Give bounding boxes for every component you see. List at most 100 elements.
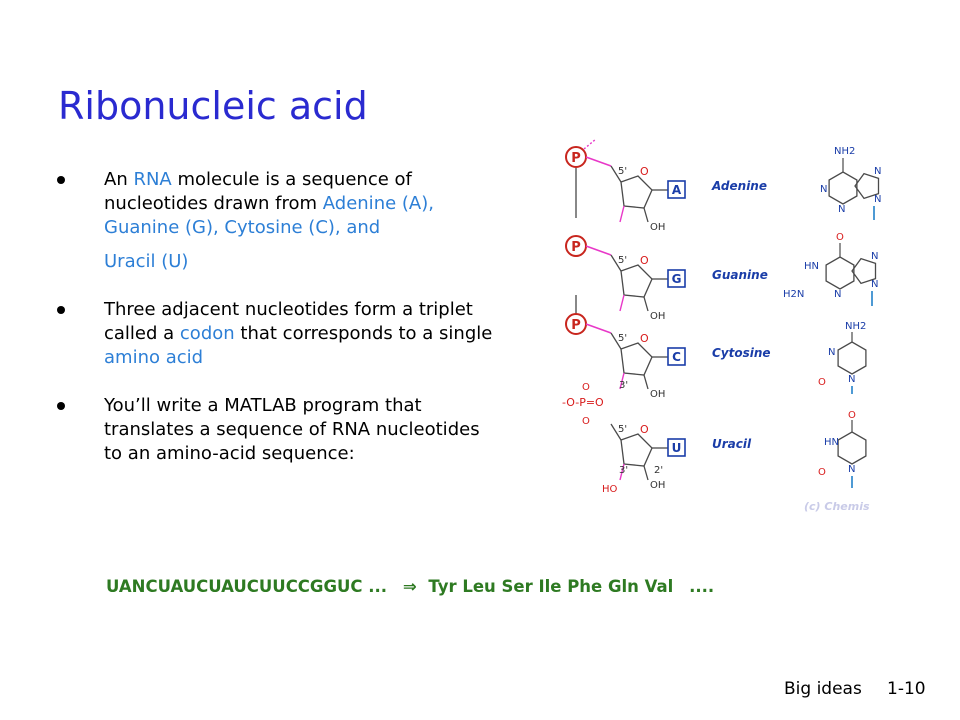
ring-n: N	[871, 251, 878, 262]
slide-title: Ribonucleic acid	[58, 84, 368, 128]
arrow-icon: ⇒	[402, 577, 417, 596]
phosphodiester-linker: -O-P=O	[562, 396, 604, 409]
ring-oxygen: O	[640, 423, 649, 436]
bullet-dot	[57, 402, 65, 410]
ring-n: N	[871, 279, 878, 290]
highlight-bases: Adenine (A), Guanine (G), Cytosine (C), …	[104, 193, 434, 238]
translation-sequence: UANCUAUCUAUCUUCCGGUC ... ⇒ Tyr Leu Ser I…	[106, 577, 714, 596]
sugar-bond	[610, 332, 622, 350]
phosphate-label: P	[571, 240, 581, 255]
footer-section-name: Big ideas	[784, 679, 862, 699]
five-prime-label: 5'	[618, 424, 627, 435]
bullet-item-matlab: You’ll write a MATLAB program that trans…	[54, 394, 494, 466]
hydroxyl-bond	[643, 207, 649, 223]
carbonyl-o: O	[848, 410, 856, 421]
ring-n: N	[838, 204, 845, 215]
ring-n: N	[834, 289, 841, 300]
phosphate-bond	[585, 156, 612, 167]
ribose-ring	[620, 175, 653, 209]
amine-label: H2N	[783, 289, 804, 300]
ring-hn: HN	[804, 261, 819, 272]
base-name: Adenine	[711, 179, 767, 193]
phosphate-label: P	[571, 151, 581, 166]
bullet-text: An RNA molecule is a sequence of nucleot…	[104, 169, 434, 238]
base-letter: C	[672, 350, 681, 364]
highlight-amino-acid: amino acid	[104, 347, 204, 368]
highlight-codon: codon	[179, 323, 235, 344]
cytosine-ring	[837, 341, 867, 375]
base-name: Guanine	[712, 268, 768, 282]
sugar-bond	[610, 165, 622, 183]
bullet-dot	[57, 176, 65, 184]
rna-structure-figure: PO5'AOHAdeninePO5'GOHGuaninePO5'COHCytos…	[562, 138, 881, 513]
three-prime-bond	[619, 294, 625, 312]
ring-oxygen: O	[640, 165, 649, 178]
hydroxyl-bond	[643, 374, 649, 390]
ring-oxygen: O	[640, 332, 649, 345]
sugar-bond	[610, 254, 622, 272]
bullet-item-codon: Three adjacent nucleotides form a triple…	[54, 298, 494, 370]
base-letter: A	[672, 183, 682, 197]
base-box	[667, 180, 686, 199]
base-box	[667, 347, 686, 366]
three-prime-label: 3'	[619, 465, 628, 476]
ring-hn: HN	[824, 437, 839, 448]
rna-sequence: UANCUAUCUAUCUUCCGGUC ...	[106, 577, 388, 596]
hydroxyl-ho-label: HO	[602, 484, 618, 495]
sugar-bond	[610, 423, 622, 441]
three-prime-bond	[619, 372, 625, 390]
uracil-ring	[837, 431, 867, 465]
ring-n: N	[848, 464, 855, 475]
base-name: Uracil	[712, 437, 752, 451]
phosphate-bond	[585, 323, 612, 334]
highlight-rna: RNA	[133, 169, 172, 190]
protein-sequence: Tyr Leu Ser Ile Phe Gln Val	[428, 577, 674, 596]
nucleotide-c: P O 5' C OH Cytosine	[565, 313, 771, 400]
two-prime-label: 2'	[654, 465, 663, 476]
nucleotide-u: O 5' U OH Uracil	[610, 423, 752, 491]
five-prime-label: 5'	[618, 333, 627, 344]
watermark: (c) Chemis	[804, 500, 870, 513]
hydroxyl-label: OH	[650, 311, 665, 322]
amine-label: NH2	[845, 321, 866, 332]
bullet-item-rna: An RNA molecule is a sequence of nucleot…	[54, 168, 494, 274]
hydroxyl-bond	[643, 465, 649, 481]
ring-n: N	[828, 347, 835, 358]
carbonyl-o: O	[818, 467, 826, 478]
base-letter: G	[672, 272, 682, 286]
ribose-ring	[620, 342, 653, 376]
carbonyl-o: O	[818, 377, 826, 388]
bullet-text: Three adjacent nucleotides form a triple…	[104, 299, 493, 368]
trailing-dots: ....	[689, 577, 715, 596]
ring-n: N	[848, 374, 855, 385]
ring-oxygen: O	[640, 254, 649, 267]
adenine-imidazole	[854, 172, 880, 200]
hydroxyl-label: OH	[650, 222, 665, 233]
linker-oxygen: O	[582, 382, 590, 393]
base-letter: U	[672, 441, 682, 455]
hydroxyl-label: OH	[650, 389, 665, 400]
ring-n: N	[820, 184, 827, 195]
three-prime-bond	[619, 463, 625, 481]
highlight-uracil: Uracil (U)	[104, 251, 189, 272]
linker-oxygen: O	[582, 416, 590, 427]
base-box	[667, 269, 686, 288]
amine-label: NH2	[834, 146, 855, 157]
ring-n: N	[874, 194, 881, 205]
bullet-text: You’ll write a MATLAB program that trans…	[104, 395, 480, 464]
bullet-dot	[57, 306, 65, 314]
hydroxyl-bond	[643, 296, 649, 312]
phosphate-label: P	[571, 318, 581, 333]
five-prime-label: 5'	[618, 255, 627, 266]
ribose-ring	[620, 433, 653, 467]
base-box	[667, 438, 686, 457]
three-prime-label: 3'	[619, 380, 628, 391]
adenine-ring	[828, 171, 858, 205]
base-name: Cytosine	[712, 346, 771, 360]
nucleotide-g: P O 5' G OH Guanine	[565, 235, 768, 322]
ribose-ring	[620, 264, 653, 298]
ring-n: N	[874, 166, 881, 177]
three-prime-bond	[619, 205, 625, 223]
guanine-ring	[825, 256, 855, 290]
hydroxyl-label: OH	[650, 480, 665, 491]
